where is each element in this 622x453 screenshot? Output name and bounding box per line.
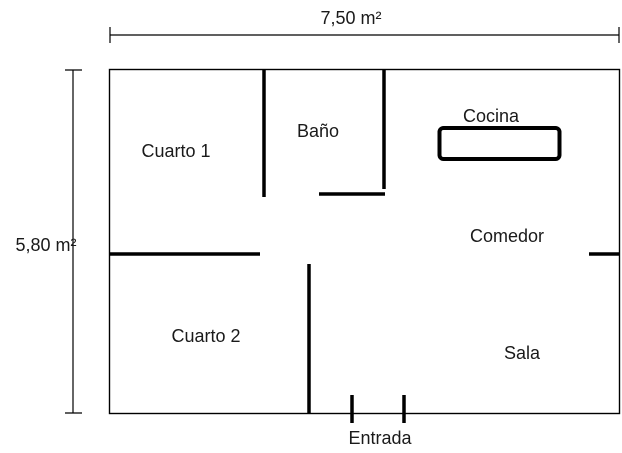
room-label-comedor: Comedor (470, 226, 544, 246)
entrance-label: Entrada (348, 428, 412, 448)
height-dimension: 5,80 m² (15, 69, 82, 414)
room-label-cocina: Cocina (463, 106, 520, 126)
room-label-bano: Baño (297, 121, 339, 141)
height-dimension-label: 5,80 m² (15, 235, 76, 255)
house-outline (108, 68, 621, 415)
width-dimension: 7,50 m² (109, 8, 620, 43)
width-dimension-label: 7,50 m² (320, 8, 381, 28)
room-label-sala: Sala (504, 343, 541, 363)
room-label-cuarto2: Cuarto 2 (171, 326, 240, 346)
kitchen-counter (437, 126, 562, 161)
room-label-cuarto1: Cuarto 1 (141, 141, 210, 161)
